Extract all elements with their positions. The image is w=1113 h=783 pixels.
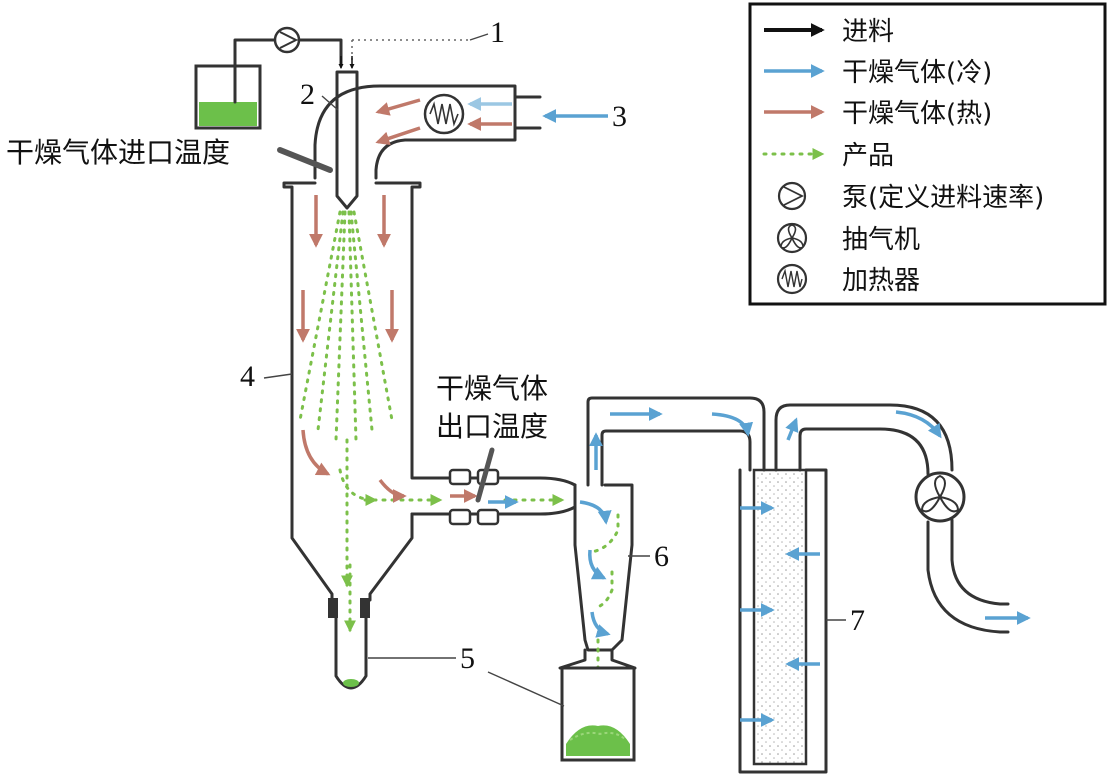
legend-fan: 抽气机 (842, 225, 920, 255)
outlet-temp-label-2: 出口温度 (436, 410, 548, 443)
label-1: 1 (490, 16, 505, 49)
filter-column (738, 468, 828, 774)
fan-icon (914, 471, 966, 523)
legend-heater-icon (776, 263, 808, 295)
hot-gas-arrows (296, 195, 478, 503)
label-6: 6 (654, 540, 669, 573)
legend-cold: 干燥气体(冷) (842, 58, 992, 88)
outlet-temp-label-1: 干燥气体 (436, 372, 548, 405)
label-2: 2 (300, 78, 315, 111)
spray-cone (298, 210, 565, 633)
legend: 进料 干燥气体(冷) 干燥气体(热) 产品 泵(定义进料速率) 抽气机 加热器 (748, 2, 1107, 306)
pump-icon (273, 26, 301, 54)
heater-icon (423, 93, 465, 135)
outlet-thermometer (475, 447, 495, 503)
nozzle (335, 70, 359, 210)
inlet-temp-label: 干燥气体进口温度 (6, 136, 230, 169)
outlet-pipe (438, 476, 577, 487)
collection-flask (334, 604, 368, 690)
legend-product: 产品 (842, 141, 894, 171)
legend-fan-icon (776, 222, 808, 254)
drying-chamber (282, 181, 334, 602)
exhaust-pipe (774, 403, 954, 472)
legend-feed: 进料 (842, 17, 894, 47)
legend-hot: 干燥气体(热) (842, 99, 992, 129)
label-3: 3 (612, 100, 627, 133)
inlet-duct (313, 84, 542, 180)
label-4: 4 (240, 360, 255, 393)
feed-tube-2 (297, 38, 343, 66)
label-5: 5 (460, 642, 475, 675)
atomizer-gas-line (351, 39, 470, 64)
feed-tube (233, 38, 276, 104)
legend-pump: 泵(定义进料速率) (842, 183, 1044, 213)
feed-container (194, 64, 262, 130)
cyclone (573, 483, 634, 652)
legend-pump-icon (777, 181, 807, 211)
label-7: 7 (850, 604, 865, 637)
product-jar (560, 666, 636, 762)
flange-left (448, 468, 472, 486)
inlet-thermometer (277, 147, 333, 173)
pipe-to-filter (658, 396, 766, 472)
legend-heater: 加热器 (842, 266, 920, 296)
